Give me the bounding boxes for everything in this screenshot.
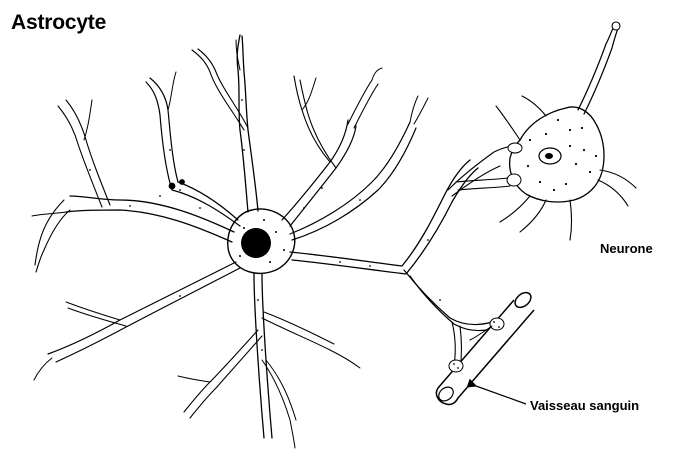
neuron-label: Neurone xyxy=(600,241,653,256)
blood-vessel xyxy=(436,290,534,405)
astrocyte-nucleus xyxy=(241,228,271,258)
vessel-pointer-arrow xyxy=(476,386,526,404)
diagram-title: Astrocyte xyxy=(11,11,106,35)
vessel-label: Vaisseau sanguin xyxy=(530,398,639,413)
neuron xyxy=(496,22,636,240)
